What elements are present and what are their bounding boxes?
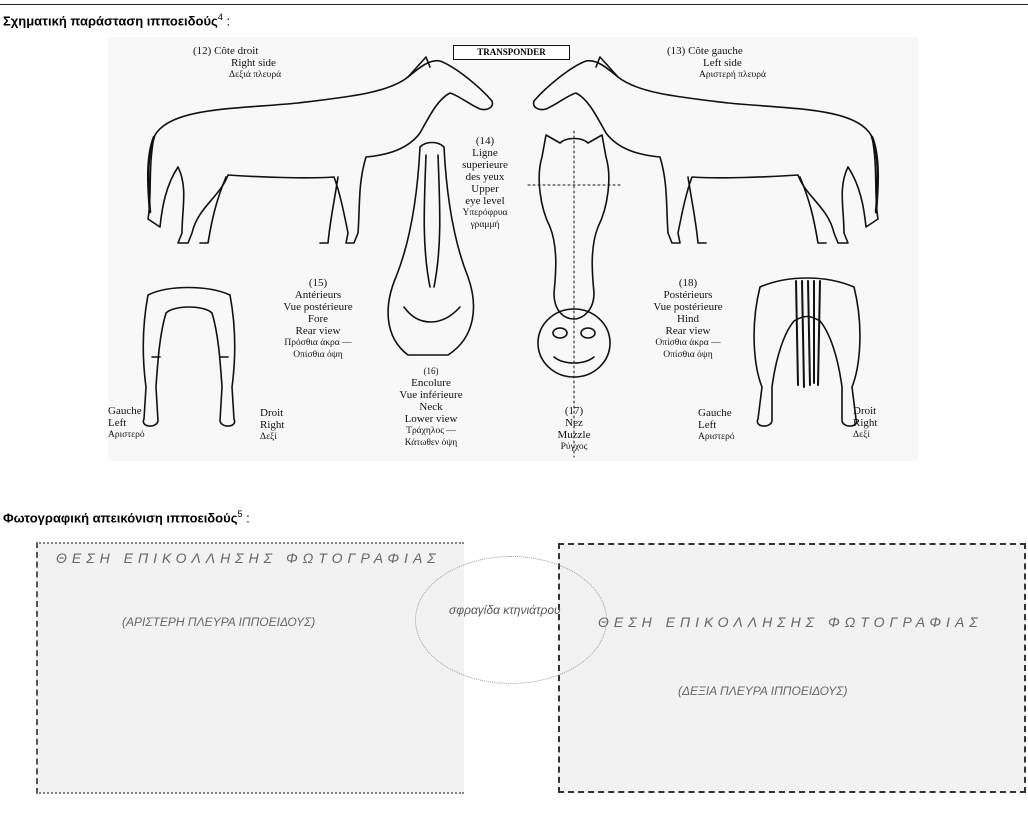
hind-left-label: Gauche Left Αριστερό [698, 407, 735, 443]
muzzle-gr: Ρύγχος [544, 441, 604, 453]
fore-fr1: Antérieurs [268, 289, 368, 301]
right-photo-subtitle: (ΔΕΞΙΑ ΠΛΕΥΡΑ ΙΠΠΟΕΙΔΟΥΣ) [678, 684, 847, 698]
fore-num: (15) [268, 277, 368, 289]
neck-gr1: Τράχηλος — [376, 425, 486, 437]
eye-level-gr2: γραμμή [450, 219, 520, 231]
fore-en1: Fore [268, 313, 368, 325]
hind-left-gr: Αριστερό [698, 431, 735, 443]
top-rule [0, 4, 1028, 5]
fore-right-gr: Δεξί [260, 431, 284, 443]
hind-gr2: Οπίσθια όψη [633, 349, 743, 361]
neck-fr2: Vue inférieure [376, 389, 486, 401]
hind-legs-rear-view-drawing [754, 278, 860, 426]
fore-gr2: Οπίσθια όψη [268, 349, 368, 361]
hind-left-en: Left [698, 419, 735, 431]
right-side-gr: Δεξιά πλευρά [193, 69, 281, 81]
schematic-heading: Σχηματική παράσταση ιπποειδούς4 : [3, 12, 230, 28]
hind-fr1: Postérieurs [633, 289, 743, 301]
neck-en1: Neck [376, 401, 486, 413]
eye-level-fr1: Ligne [450, 147, 520, 159]
hind-fr2: Vue postérieure [633, 301, 743, 313]
neck-gr2: Κάτωθεν όψη [376, 437, 486, 449]
hind-en2: Rear view [633, 325, 743, 337]
fore-right-en: Right [260, 419, 284, 431]
neck-num: (16) [376, 365, 486, 377]
eye-level-fr3: des yeux [450, 171, 520, 183]
horse-silhouettes-drawing [108, 37, 918, 461]
hind-label: (18) Postérieurs Vue postérieure Hind Re… [633, 277, 743, 361]
neck-label: (16) Encolure Vue inférieure Neck Lower … [376, 365, 486, 449]
fore-right-fr: Droit [260, 407, 284, 419]
left-side-en: Left side [667, 57, 766, 69]
hind-right-fr: Droit [853, 405, 877, 417]
fore-left-label: Gauche Left Αριστερό [108, 405, 145, 441]
left-photo-title: ΘΕΣΗ ΕΠΙΚΟΛΛΗΣΗΣ ΦΩΤΟΓΡΑΦΙΑΣ [56, 550, 441, 566]
hind-num: (18) [633, 277, 743, 289]
heading-colon-2: : [242, 510, 249, 525]
heading-colon: : [223, 13, 230, 28]
hind-en1: Hind [633, 313, 743, 325]
eye-level-fr2: superieure [450, 159, 520, 171]
right-side-en: Right side [193, 57, 281, 69]
hind-left-fr: Gauche [698, 407, 735, 419]
eye-level-num: (14) [450, 135, 520, 147]
right-photo-placeholder[interactable]: ΘΕΣΗ ΕΠΙΚΟΛΛΗΣΗΣ ΦΩΤΟΓΡΑΦΙΑΣ (ΔΕΞΙΑ ΠΛΕΥ… [558, 543, 1026, 793]
fore-left-en: Left [108, 417, 145, 429]
right-photo-title: ΘΕΣΗ ΕΠΙΚΟΛΛΗΣΗΣ ΦΩΤΟΓΡΑΦΙΑΣ [598, 614, 983, 630]
left-side-num: (13) Côte gauche [667, 45, 766, 57]
fore-left-gr: Αριστερό [108, 429, 145, 441]
fore-fr2: Vue postérieure [268, 301, 368, 313]
neck-en2: Lower view [376, 413, 486, 425]
schematic-heading-text: Σχηματική παράσταση ιπποειδούς [3, 13, 218, 28]
right-side-num: (12) Côte droit [193, 45, 281, 57]
fore-gr1: Πρόσθια άκρα — [268, 337, 368, 349]
muzzle-en: Muzzle [544, 429, 604, 441]
neck-fr1: Encolure [376, 377, 486, 389]
left-side-label: (13) Côte gauche Left side Αριστερή πλευ… [667, 45, 766, 81]
transponder-label: TRANSPONDER [453, 45, 570, 60]
eye-level-label: (14) Ligne superieure des yeux Upper eye… [450, 135, 520, 231]
left-side-gr: Αριστερή πλευρά [667, 69, 766, 81]
fore-right-label: Droit Right Δεξί [260, 407, 284, 443]
eye-level-en1: Upper [450, 183, 520, 195]
horse-left-side-drawing [534, 57, 878, 243]
fore-label: (15) Antérieurs Vue postérieure Fore Rea… [268, 277, 368, 361]
left-photo-subtitle: (ΑΡΙΣΤΕΡΗ ΠΛΕΥΡΑ ΙΠΠΟΕΙΔΟΥΣ) [122, 615, 315, 629]
photo-heading-text: Φωτογραφική απεικόνιση ιπποειδούς [3, 510, 237, 525]
eye-level-en2: eye level [450, 195, 520, 207]
vet-stamp-label: σφραγίδα κτηνιάτρου [449, 603, 561, 617]
photo-heading: Φωτογραφική απεικόνιση ιπποειδούς5 : [3, 509, 250, 525]
eye-level-gr1: Υπερόφρυα [450, 207, 520, 219]
fore-legs-rear-view-drawing [143, 288, 235, 427]
horse-right-side-drawing [148, 57, 492, 243]
hind-right-gr: Δεξί [853, 429, 877, 441]
right-side-label: (12) Côte droit Right side Δεξιά πλευρά [193, 45, 281, 81]
vet-stamp-circle [415, 556, 607, 684]
muzzle-label: (17) Nez Muzzle Ρύγχος [544, 405, 604, 453]
hind-gr1: Οπίσθια άκρα — [633, 337, 743, 349]
hind-right-en: Right [853, 417, 877, 429]
muzzle-fr: Nez [544, 417, 604, 429]
hind-right-label: Droit Right Δεξί [853, 405, 877, 441]
horse-diagram: TRANSPONDER (12) Côte droit Right side Δ… [108, 37, 918, 461]
left-photo-placeholder[interactable]: ΘΕΣΗ ΕΠΙΚΟΛΛΗΣΗΣ ΦΩΤΟΓΡΑΦΙΑΣ (ΑΡΙΣΤΕΡΗ Π… [36, 542, 464, 794]
fore-en2: Rear view [268, 325, 368, 337]
muzzle-num: (17) [544, 405, 604, 417]
fore-left-fr: Gauche [108, 405, 145, 417]
